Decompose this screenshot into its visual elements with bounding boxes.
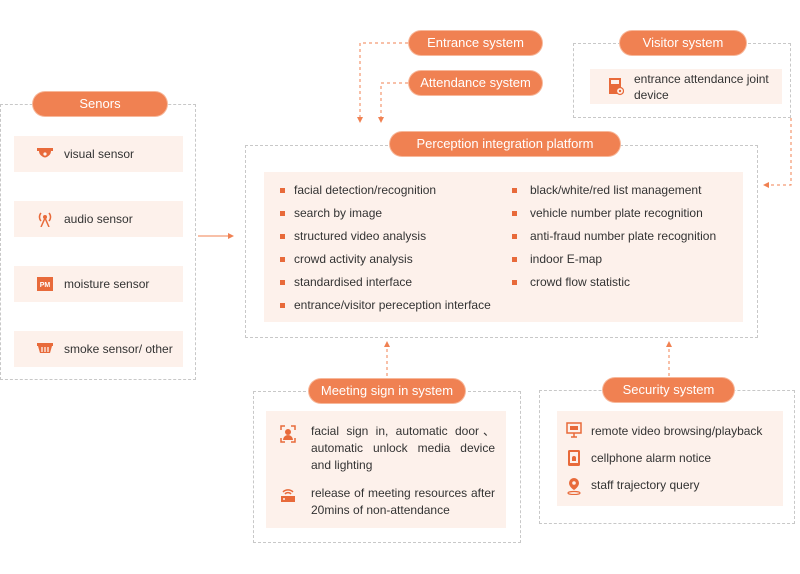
bullet-marker: [512, 257, 517, 262]
bullet-marker: [280, 188, 285, 193]
meeting-system-title: Meeting sign in system: [309, 379, 465, 403]
visitor-device-label: entrance attendance joint device: [634, 72, 769, 102]
platform-feature-item: crowd flow statistic: [530, 275, 631, 289]
smoke-detector-icon: [37, 343, 53, 353]
platform-feature-item: crowd activity analysis: [294, 252, 413, 266]
security-item-text: staff trajectory query: [591, 478, 700, 492]
monitor-icon: [566, 422, 582, 438]
router-icon: [281, 489, 295, 502]
meeting-item-text: facial sign in, automatic door、automatic…: [311, 424, 495, 472]
sensor-item-smoke: smoke sensor/ other: [14, 331, 183, 367]
sensor-label: smoke sensor/ other: [64, 342, 173, 356]
bullet-marker: [280, 280, 285, 285]
sensor-item-moisture: PM moisture sensor: [14, 266, 183, 302]
meeting-items-card: facial sign in, automatic door、automatic…: [266, 411, 506, 528]
platform-feature-item: standardised interface: [294, 275, 413, 289]
bullet-marker: [280, 211, 285, 216]
bullet-marker: [512, 234, 517, 239]
bullet-marker: [512, 188, 517, 193]
sensor-label: visual sensor: [64, 147, 135, 161]
phone-alarm-icon: [568, 450, 580, 466]
bullet-marker: [512, 280, 517, 285]
platform-feature-item: facial detection/recognition: [294, 183, 437, 197]
broadcast-icon: [38, 212, 52, 227]
security-items-card: remote video browsing/playback cellphone…: [557, 411, 783, 506]
sensor-item-visual: visual sensor: [14, 136, 183, 172]
attendance-system-title: Attendance system: [409, 71, 542, 95]
sensor-label: moisture sensor: [64, 277, 150, 291]
face-id-icon: [280, 425, 296, 443]
sensors-title: Senors: [33, 92, 167, 116]
entrance-system-title: Entrance system: [409, 31, 542, 55]
security-item-text: cellphone alarm notice: [591, 451, 712, 465]
bullet-marker: [280, 234, 285, 239]
attendance-device-icon: [609, 78, 624, 96]
visitor-system-title: Visitor system: [620, 31, 746, 55]
platform-feature-item: indoor E-map: [530, 252, 603, 266]
bullet-marker: [280, 303, 285, 308]
platform-feature-item: search by image: [294, 206, 383, 220]
sensor-label: audio sensor: [64, 212, 133, 226]
visitor-device-card: entrance attendance joint device: [590, 69, 782, 104]
platform-title: Perception integration platform: [390, 132, 620, 156]
entrance-connector: [357, 42, 408, 123]
platform-feature-item: anti-fraud number plate recognition: [530, 229, 717, 243]
sensor-item-audio: audio sensor: [14, 201, 183, 237]
bullet-marker: [280, 257, 285, 262]
platform-feature-item: entrance/visitor pereception interface: [294, 298, 491, 312]
platform-feature-item: vehicle number plate recognition: [530, 206, 703, 220]
visitor-connector: [763, 118, 792, 188]
pm-icon: PM: [37, 277, 53, 291]
svg-text:PM: PM: [40, 282, 51, 289]
platform-features-card: facial detection/recognition search by im…: [264, 172, 743, 322]
platform-feature-item: structured video analysis: [294, 229, 427, 243]
meeting-item-text: release of meeting resources after 20min…: [311, 486, 495, 517]
location-pin-icon: [567, 478, 581, 495]
attendance-connector: [378, 82, 408, 123]
camera-icon: [37, 148, 53, 158]
security-item-text: remote video browsing/playback: [591, 424, 763, 438]
platform-feature-item: black/white/red list management: [530, 183, 702, 197]
security-system-title: Security system: [603, 378, 734, 402]
bullet-marker: [512, 211, 517, 216]
